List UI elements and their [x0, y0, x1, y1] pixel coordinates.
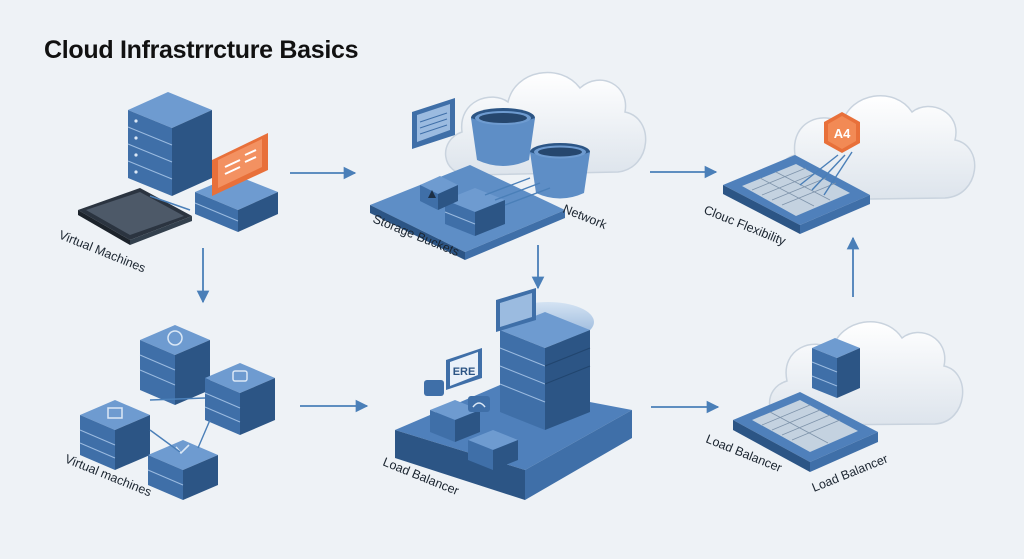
load-balancer-right-group — [733, 338, 878, 472]
virtual-machines-group — [78, 92, 278, 245]
lb-small-server — [430, 400, 480, 442]
hexagon-badge-text: A4 — [834, 126, 851, 141]
load-balancer-center-group: ERE — [395, 288, 632, 500]
server-tower-icon — [127, 92, 212, 196]
orange-panel-icon — [212, 133, 268, 196]
flow-arrows — [196, 165, 860, 414]
hexagon-badge-icon: A4 — [824, 112, 860, 153]
terminal-panel-icon — [412, 98, 455, 149]
connector — [149, 397, 211, 453]
lb-sign-icon: ERE — [446, 348, 482, 390]
bucket-icon — [471, 108, 535, 166]
lb-chat-icon — [424, 380, 490, 412]
lb-server-tower — [499, 312, 591, 430]
virtual-machines-cluster — [79, 325, 275, 500]
cloud-flexibility-group: A4 — [723, 112, 870, 234]
server-icon-bottom — [147, 440, 218, 500]
lb-right-server — [811, 338, 860, 398]
lb-terminal-icon — [496, 288, 536, 332]
server-icon-top — [139, 325, 210, 405]
connector — [484, 177, 551, 206]
storage-network-group — [370, 98, 590, 260]
keyboard-platform — [723, 155, 870, 234]
storage-server-icon — [444, 188, 505, 236]
lb-sign-text: ERE — [453, 366, 476, 378]
server-icon-right — [204, 363, 275, 435]
server-icon-left — [79, 400, 150, 470]
connector — [149, 195, 191, 211]
label-network: Network — [561, 202, 609, 232]
monitor-icon — [78, 188, 192, 245]
bucket-icon-2 — [530, 143, 590, 199]
lb-small-server-2 — [468, 430, 518, 470]
page-title: Cloud Infrastrrcture Basics — [44, 36, 359, 64]
warning-box-icon — [420, 176, 458, 210]
lb-keyboard-platform — [733, 392, 878, 472]
connector — [799, 151, 853, 196]
